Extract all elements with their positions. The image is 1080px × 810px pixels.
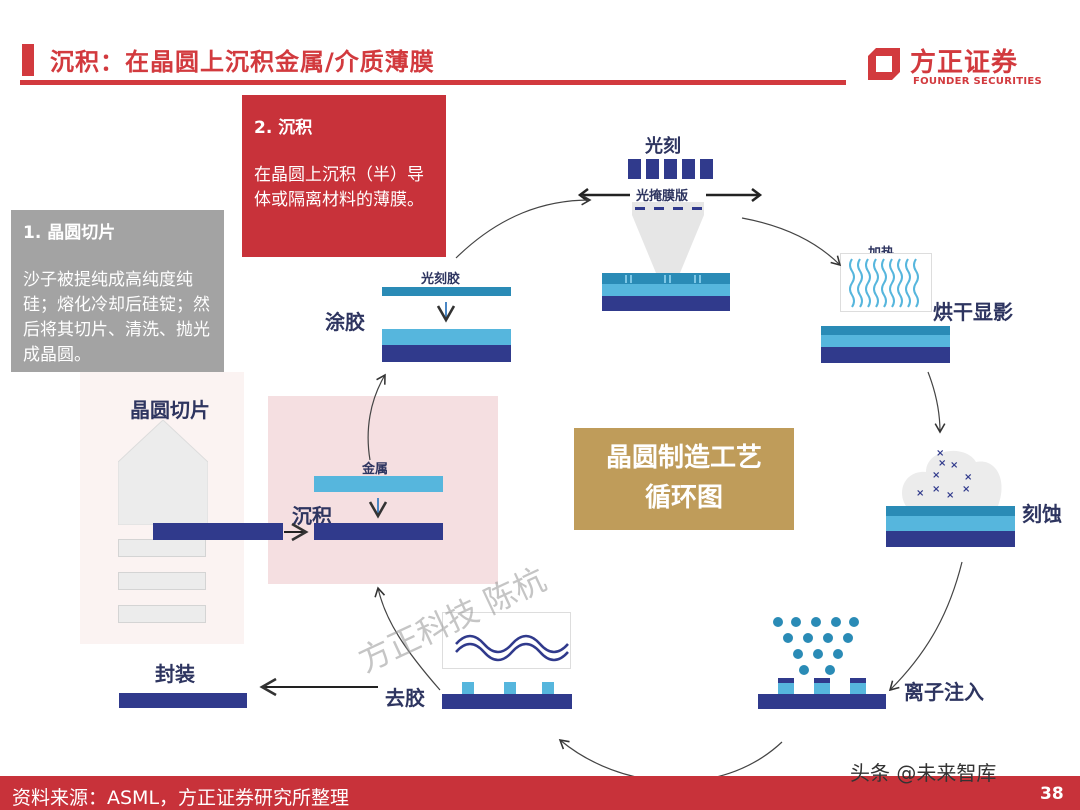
label-metal: 金属 [362, 462, 389, 477]
arrow-etch-to-implant [888, 561, 963, 692]
svg-text:×: × [936, 448, 944, 459]
deposition-wafer [314, 523, 443, 540]
develop-layer [821, 335, 950, 347]
arrow-deposition-to-coating [367, 373, 386, 461]
label-photoresist: 光刻胶 [421, 272, 461, 287]
label-lithography: 光刻 [645, 136, 681, 157]
svg-text:×: × [962, 484, 970, 495]
founder-logo-icon [868, 48, 900, 80]
arrow-coating-to-litho [455, 194, 592, 259]
toutiao-watermark: 头条 @未来智库 [850, 761, 997, 785]
step2-callout: 2. 沉积 在晶圆上沉积（半）导体或隔离材料的薄膜。 [242, 95, 446, 257]
coating-layer [382, 329, 511, 345]
page-title: 沉积：在晶圆上沉积金属/介质薄膜 [50, 48, 435, 76]
title-accent-bar [22, 44, 34, 76]
svg-text:×: × [916, 488, 924, 499]
photoresist-layer [382, 287, 511, 296]
title-divider [20, 80, 846, 85]
step2-body: 在晶圆上沉积（半）导体或隔离材料的薄膜。 [254, 165, 424, 210]
develop-wafer [821, 347, 950, 363]
svg-text:×: × [932, 470, 940, 481]
arrow-strip-to-deposition [374, 586, 441, 691]
arrow-litho-to-bake [741, 217, 842, 267]
cycle-diagram-title: 晶圆制造工艺 循环图 [574, 428, 794, 530]
cycle-title-line2: 循环图 [644, 483, 723, 513]
coating-wafer [382, 345, 511, 362]
cycle-title-line1: 晶圆制造工艺 [605, 443, 762, 473]
arrow-bake-to-etch [927, 371, 946, 434]
wafer-slice [118, 572, 206, 590]
step1-callout: 1. 晶圆切片 沙子被提纯成高纯度纯硅；熔化冷却后硅锭；然后将其切片、清洗、抛光… [11, 210, 224, 372]
logo-text-cn: 方正证券 [910, 48, 1019, 78]
step1-body: 沙子被提纯成高纯度纯硅；熔化冷却后硅锭；然后将其切片、清洗、抛光成晶圆。 [23, 270, 210, 365]
label-coating: 涂胶 [325, 310, 365, 334]
label-packaging: 封装 [155, 662, 195, 686]
metal-layer [314, 476, 443, 492]
svg-text:×: × [946, 490, 954, 501]
label-ion-implant: 离子注入 [904, 680, 984, 704]
logo-text-en: FOUNDER SECURITIES [913, 76, 1043, 87]
etching-diagram: ××××××××× [886, 448, 1015, 547]
svg-text:×: × [964, 472, 972, 483]
heat-waves-icon [840, 253, 932, 312]
page-number: 38 [1040, 784, 1064, 804]
strip-diagram [442, 612, 572, 709]
svg-text:×: × [950, 460, 958, 471]
step2-heading: 2. 沉积 [254, 118, 313, 138]
source-note: 资料来源：ASML，方正证券研究所整理 [12, 787, 350, 809]
packaged-chip [119, 693, 247, 708]
label-photomask: 光掩膜版 [636, 189, 689, 204]
label-bake-develop: 烘干显影 [933, 300, 1013, 324]
label-slicing: 晶圆切片 [130, 398, 210, 422]
label-etching: 刻蚀 [1022, 502, 1062, 526]
lithography-diagram [577, 159, 763, 311]
svg-text:×: × [932, 484, 940, 495]
step1-heading: 1. 晶圆切片 [23, 223, 116, 243]
ingot-icon [118, 420, 208, 525]
svg-text:×: × [938, 458, 946, 469]
wafer-slice [118, 605, 206, 623]
develop-resist [821, 326, 950, 335]
ion-implant-diagram [758, 617, 886, 709]
footer-bar [0, 776, 1080, 810]
label-strip: 去胶 [385, 686, 425, 710]
wafer-bar [153, 523, 283, 540]
